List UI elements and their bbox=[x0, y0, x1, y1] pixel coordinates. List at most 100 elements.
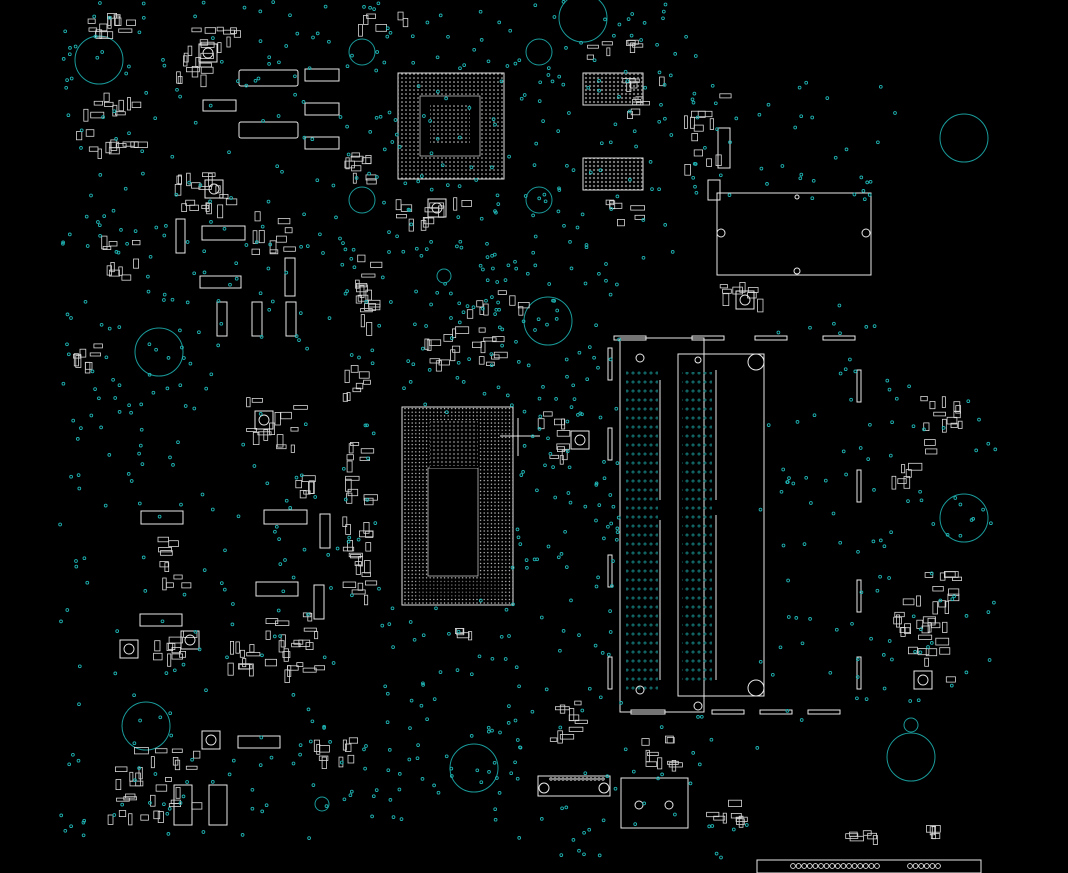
smd-part bbox=[125, 793, 136, 799]
via bbox=[461, 310, 466, 315]
via bbox=[612, 33, 616, 38]
dimm-slot-b bbox=[677, 353, 765, 711]
via bbox=[140, 462, 145, 466]
via bbox=[202, 249, 207, 254]
smd-part bbox=[693, 149, 704, 157]
smd-part bbox=[647, 751, 659, 756]
via bbox=[323, 4, 328, 9]
via bbox=[894, 396, 899, 401]
via bbox=[494, 210, 498, 215]
smd-part bbox=[118, 28, 133, 33]
smd-part bbox=[559, 734, 575, 740]
via bbox=[458, 66, 462, 71]
smd-part bbox=[738, 815, 744, 828]
via bbox=[539, 817, 544, 821]
via bbox=[906, 499, 910, 503]
smd-part bbox=[351, 152, 360, 158]
smd-part bbox=[276, 444, 287, 450]
via bbox=[989, 521, 993, 526]
via bbox=[786, 578, 790, 583]
smd-part bbox=[346, 392, 351, 402]
via bbox=[515, 738, 520, 742]
via bbox=[208, 103, 213, 108]
via bbox=[731, 827, 736, 832]
via bbox=[588, 170, 593, 175]
via bbox=[351, 247, 356, 252]
via bbox=[710, 824, 715, 828]
via bbox=[525, 565, 529, 570]
via bbox=[146, 289, 151, 294]
smd-part bbox=[357, 294, 369, 302]
via bbox=[280, 169, 284, 174]
via bbox=[546, 436, 550, 441]
via bbox=[83, 299, 88, 304]
via bbox=[253, 78, 258, 83]
via bbox=[412, 637, 417, 642]
via bbox=[766, 423, 771, 427]
via bbox=[516, 535, 521, 540]
via bbox=[602, 536, 606, 541]
via bbox=[812, 413, 817, 418]
via bbox=[291, 693, 296, 697]
via bbox=[554, 397, 558, 401]
smd-part bbox=[193, 750, 201, 759]
smd-part bbox=[181, 203, 187, 212]
via bbox=[390, 140, 395, 144]
via bbox=[143, 589, 148, 593]
connector-pin bbox=[593, 777, 597, 781]
via bbox=[507, 634, 511, 638]
via bbox=[808, 617, 812, 621]
via bbox=[542, 192, 547, 197]
smd-part bbox=[350, 365, 359, 373]
via bbox=[270, 299, 275, 304]
via bbox=[421, 681, 425, 686]
via bbox=[766, 102, 771, 107]
via bbox=[139, 427, 144, 432]
via bbox=[614, 406, 619, 411]
via bbox=[178, 383, 183, 388]
via bbox=[558, 725, 563, 730]
smd-part bbox=[118, 810, 127, 817]
via bbox=[132, 693, 136, 698]
smd-part bbox=[355, 279, 360, 289]
smd-part bbox=[366, 13, 376, 19]
smd-part bbox=[187, 45, 193, 56]
via bbox=[394, 132, 399, 137]
via bbox=[475, 768, 480, 773]
via bbox=[193, 14, 197, 19]
via bbox=[343, 497, 348, 502]
via bbox=[567, 111, 571, 115]
smd-part bbox=[290, 426, 299, 432]
via bbox=[714, 851, 719, 856]
smd-part bbox=[476, 300, 484, 308]
smd-part bbox=[314, 631, 319, 640]
via bbox=[477, 654, 482, 659]
via bbox=[609, 207, 614, 211]
via bbox=[204, 688, 208, 693]
via bbox=[493, 817, 498, 822]
via bbox=[169, 733, 174, 738]
smd-part bbox=[251, 397, 263, 403]
via bbox=[102, 214, 107, 218]
via bbox=[539, 615, 544, 620]
via bbox=[347, 535, 352, 540]
smd-part bbox=[348, 737, 358, 744]
via bbox=[781, 467, 786, 472]
via bbox=[370, 348, 375, 353]
ic-package bbox=[254, 410, 274, 430]
via bbox=[141, 171, 145, 176]
via bbox=[162, 298, 166, 302]
via bbox=[148, 801, 152, 805]
via bbox=[427, 368, 432, 372]
smd-part bbox=[627, 39, 639, 45]
via bbox=[61, 381, 66, 386]
via bbox=[141, 555, 146, 560]
via bbox=[250, 806, 255, 811]
connector-pin bbox=[589, 777, 593, 781]
via bbox=[572, 397, 577, 401]
via bbox=[429, 302, 433, 307]
via bbox=[153, 116, 158, 121]
smd-part bbox=[626, 82, 632, 92]
smd-part bbox=[728, 799, 743, 807]
via bbox=[543, 199, 548, 204]
